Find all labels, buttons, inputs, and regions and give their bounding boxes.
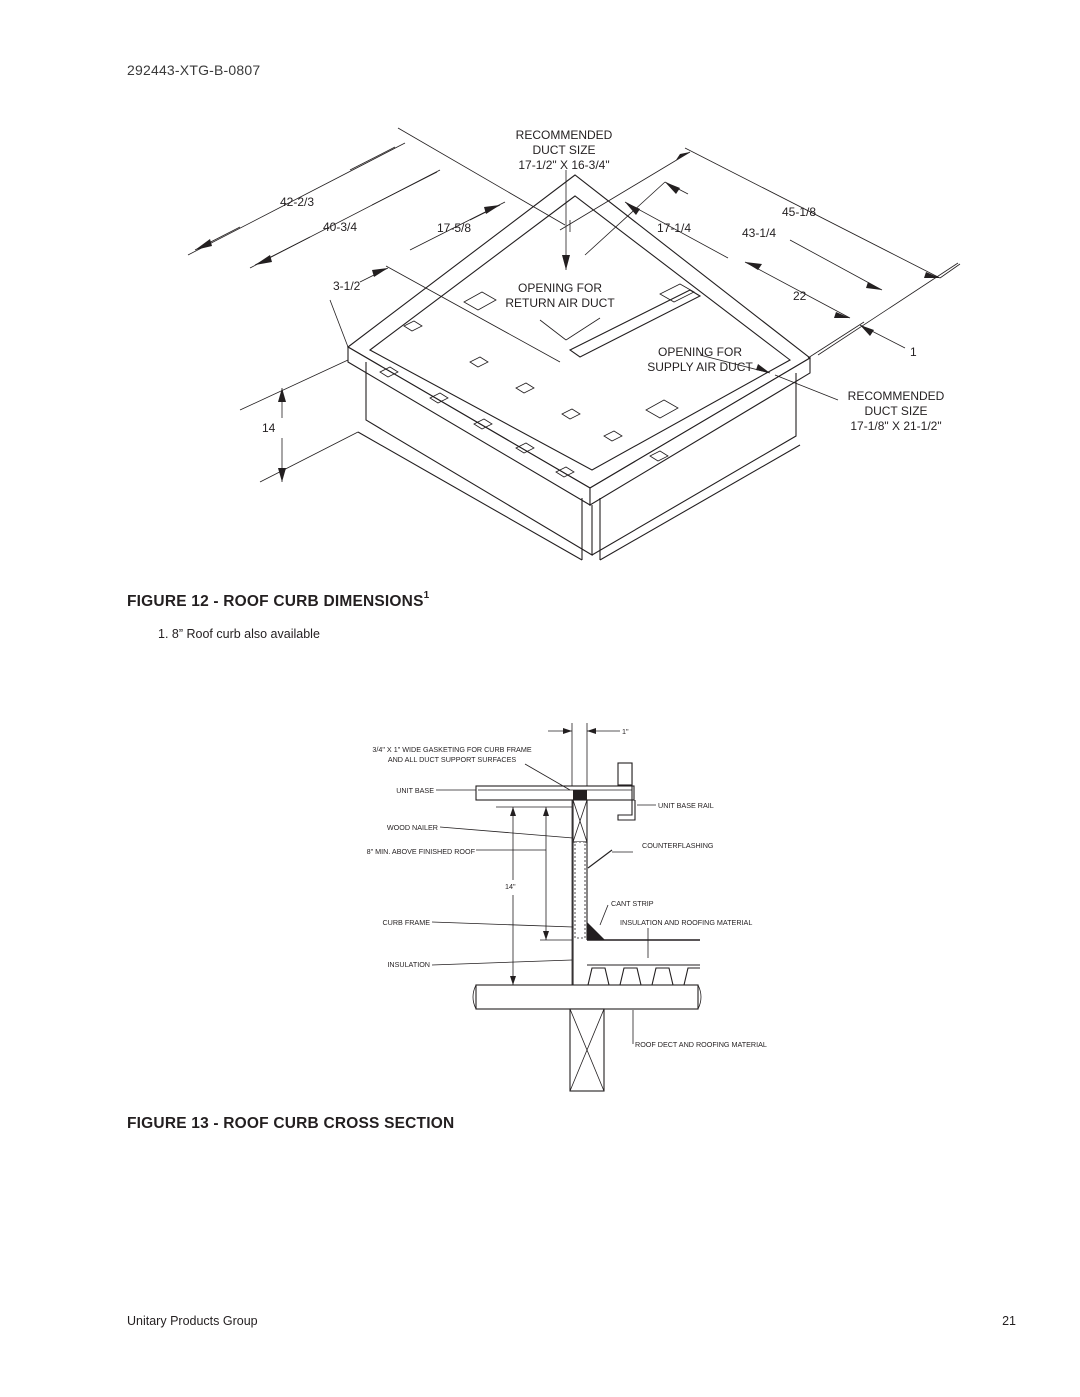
curb-frame xyxy=(572,799,613,985)
roof-curb-cross-section-drawing: 1" 3/4" X 1" WIDE GASKETING FOR CURB FRA… xyxy=(367,723,767,1092)
svg-text:INSULATION: INSULATION xyxy=(387,960,430,969)
svg-text:17-1/2" X 16-3/4": 17-1/2" X 16-3/4" xyxy=(518,158,609,172)
svg-text:17-1/4: 17-1/4 xyxy=(657,221,691,235)
svg-text:40-3/4: 40-3/4 xyxy=(323,220,357,234)
svg-text:DUCT SIZE: DUCT SIZE xyxy=(532,143,595,157)
svg-text:42-2/3: 42-2/3 xyxy=(280,195,314,209)
figure-12-footnote: 1. 8” Roof curb also available xyxy=(158,627,320,641)
svg-text:RECOMMENDED: RECOMMENDED xyxy=(516,128,613,142)
unit-base xyxy=(475,762,636,821)
svg-text:17-1/8" X 21-1/2": 17-1/8" X 21-1/2" xyxy=(850,419,941,433)
page-number: 21 xyxy=(1002,1314,1016,1328)
svg-text:COUNTERFLASHING: COUNTERFLASHING xyxy=(642,841,714,850)
height-dimensions xyxy=(476,806,572,985)
svg-text:RETURN AIR DUCT: RETURN AIR DUCT xyxy=(505,296,615,310)
svg-text:CANT STRIP: CANT STRIP xyxy=(611,899,654,908)
document-id: 292443-XTG-B-0807 xyxy=(127,62,261,78)
svg-text:OPENING FOR: OPENING FOR xyxy=(658,345,742,359)
svg-text:AND ALL DUCT SUPPORT SURFACES: AND ALL DUCT SUPPORT SURFACES xyxy=(388,755,517,764)
svg-text:17-5/8: 17-5/8 xyxy=(437,221,471,235)
svg-text:WOOD NAILER: WOOD NAILER xyxy=(387,823,438,832)
figure12-labels: RECOMMENDED DUCT SIZE 17-1/2" X 16-3/4" … xyxy=(262,128,945,435)
svg-text:UNIT BASE RAIL: UNIT BASE RAIL xyxy=(658,801,714,810)
svg-text:RECOMMENDED: RECOMMENDED xyxy=(848,389,945,403)
roof-deck xyxy=(472,939,702,1092)
svg-text:DUCT SIZE: DUCT SIZE xyxy=(864,404,927,418)
svg-text:14: 14 xyxy=(262,421,276,435)
footer-company: Unitary Products Group xyxy=(127,1314,258,1328)
svg-text:22: 22 xyxy=(793,289,807,303)
svg-text:CURB FRAME: CURB FRAME xyxy=(382,918,430,927)
figure13-labels: 1" 3/4" X 1" WIDE GASKETING FOR CURB FRA… xyxy=(367,727,767,1049)
svg-text:ROOF DECT AND ROOFING MATERIAL: ROOF DECT AND ROOFING MATERIAL xyxy=(635,1040,767,1049)
svg-text:INSULATION AND ROOFING MATERIA: INSULATION AND ROOFING MATERIAL xyxy=(620,918,752,927)
figure-12-caption: FIGURE 12 - ROOF CURB DIMENSIONS1 xyxy=(127,590,430,611)
svg-text:SUPPLY AIR DUCT: SUPPLY AIR DUCT xyxy=(647,360,753,374)
height-dimension xyxy=(239,170,601,483)
roof-curb-dimensions-drawing: RECOMMENDED DUCT SIZE 17-1/2" X 16-3/4" … xyxy=(187,127,961,561)
svg-text:3-1/2: 3-1/2 xyxy=(333,279,361,293)
svg-text:1": 1" xyxy=(622,727,629,736)
svg-text:43-1/4: 43-1/4 xyxy=(742,226,776,240)
svg-text:14": 14" xyxy=(505,882,516,891)
svg-text:1: 1 xyxy=(910,345,917,359)
svg-text:45-1/8: 45-1/8 xyxy=(782,205,816,219)
svg-text:OPENING FOR: OPENING FOR xyxy=(518,281,602,295)
svg-text:UNIT BASE: UNIT BASE xyxy=(396,786,434,795)
figure-13-caption: FIGURE 13 - ROOF CURB CROSS SECTION xyxy=(127,1115,455,1132)
leader-lines xyxy=(431,763,656,1044)
svg-text:8" MIN. ABOVE FINISHED ROOF: 8" MIN. ABOVE FINISHED ROOF xyxy=(367,847,476,856)
dimension-lines-left xyxy=(187,127,566,363)
dimension-lines-right xyxy=(559,147,961,401)
svg-text:3/4" X 1" WIDE GASKETING FOR C: 3/4" X 1" WIDE GASKETING FOR CURB FRAME xyxy=(372,745,531,754)
